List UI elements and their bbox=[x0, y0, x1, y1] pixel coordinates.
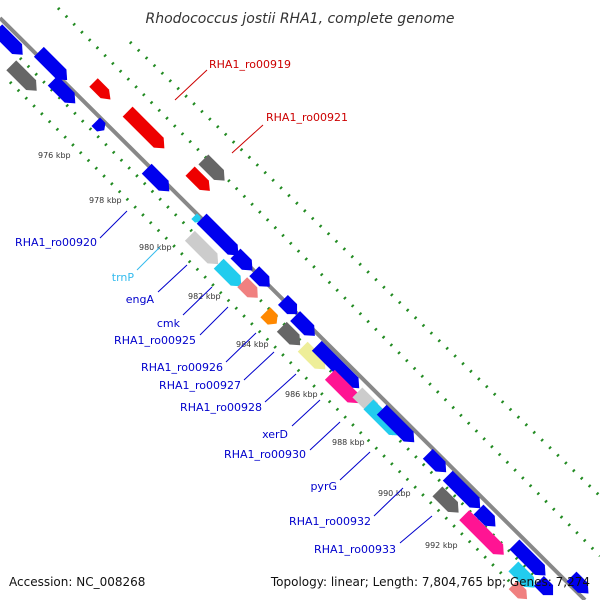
tick-label: 982 kbp bbox=[188, 292, 221, 301]
gene-arrow[interactable] bbox=[432, 486, 463, 517]
tick-label: 992 kbp bbox=[425, 541, 458, 550]
forward-labels: RHA1_ro00919 RHA1_ro00921 bbox=[174, 58, 348, 154]
gene-label-pyrG[interactable]: pyrG bbox=[310, 480, 337, 493]
gene-label-engA[interactable]: engA bbox=[126, 293, 155, 306]
gene-arrow[interactable] bbox=[473, 504, 501, 532]
gene-track bbox=[0, 24, 594, 600]
label-leader bbox=[291, 399, 321, 427]
label-leader bbox=[399, 515, 433, 544]
gene-arrow[interactable] bbox=[311, 340, 364, 393]
guide-inner-2 bbox=[18, 56, 550, 592]
gene-arrow[interactable] bbox=[249, 266, 274, 291]
tick-labels: 976 kbp 978 kbp 980 kbp 982 kbp 984 kbp … bbox=[38, 151, 458, 550]
gene-arrow[interactable] bbox=[198, 154, 229, 185]
gene-label-ro00927[interactable]: RHA1_ro00927 bbox=[159, 379, 241, 392]
label-leader bbox=[136, 246, 161, 271]
gene-arrow[interactable] bbox=[376, 404, 419, 447]
dotted-guides bbox=[8, 6, 600, 600]
tick-label: 976 kbp bbox=[38, 151, 71, 160]
guide-outer-2 bbox=[128, 40, 600, 498]
label-leader bbox=[199, 306, 229, 336]
gene-arrow[interactable] bbox=[324, 369, 363, 408]
gene-arrow[interactable] bbox=[276, 321, 305, 350]
gene-arrow[interactable] bbox=[422, 448, 451, 477]
label-leader bbox=[373, 487, 404, 517]
label-leader bbox=[174, 69, 208, 101]
gene-arrow[interactable] bbox=[33, 46, 72, 85]
label-leader bbox=[225, 332, 257, 363]
gene-label-ro00925[interactable]: RHA1_ro00925 bbox=[114, 334, 196, 347]
tick-label: 980 kbp bbox=[139, 243, 172, 252]
gene-label-ro00920[interactable]: RHA1_ro00920 bbox=[15, 236, 97, 249]
gene-arrow[interactable] bbox=[508, 561, 539, 592]
gene-label-ro00926[interactable]: RHA1_ro00926 bbox=[141, 361, 223, 374]
gene-label-cmk[interactable]: cmk bbox=[157, 317, 181, 330]
gene-arrow[interactable] bbox=[196, 213, 244, 261]
gene-arrow[interactable] bbox=[533, 575, 558, 600]
guide-inner-1 bbox=[8, 80, 530, 600]
gene-arrow[interactable] bbox=[260, 307, 281, 328]
gene-arrow[interactable] bbox=[509, 539, 550, 580]
gene-arrow[interactable] bbox=[47, 75, 81, 109]
gene-arrow[interactable] bbox=[122, 106, 170, 154]
tick-label: 978 kbp bbox=[89, 196, 122, 205]
label-leader bbox=[309, 421, 341, 451]
gene-arrow[interactable] bbox=[184, 230, 223, 269]
gene-label-ro00930[interactable]: RHA1_ro00930 bbox=[224, 448, 306, 461]
accession-text: Accession: NC_008268 bbox=[9, 575, 145, 589]
gene-arrow[interactable] bbox=[566, 571, 594, 599]
gene-label-ro00932[interactable]: RHA1_ro00932 bbox=[289, 515, 371, 528]
gene-arrow[interactable] bbox=[191, 213, 202, 224]
gene-arrow[interactable] bbox=[6, 60, 41, 95]
gene-label-ro00933[interactable]: RHA1_ro00933 bbox=[314, 543, 396, 556]
guide-outer-1 bbox=[56, 6, 600, 558]
tick-label: 984 kbp bbox=[236, 340, 269, 349]
label-leader bbox=[339, 451, 371, 481]
reverse-labels: RHA1_ro00920 trnP engA cmk RHA1_ro00925 … bbox=[15, 210, 433, 556]
gene-arrow[interactable] bbox=[0, 24, 28, 59]
label-leader bbox=[157, 264, 188, 293]
gene-label-trnP[interactable]: trnP bbox=[112, 271, 135, 284]
gene-label-ro00919[interactable]: RHA1_ro00919 bbox=[209, 58, 291, 71]
gene-arrow[interactable] bbox=[141, 163, 175, 197]
gene-arrow[interactable] bbox=[297, 341, 331, 375]
gene-arrow[interactable] bbox=[277, 294, 302, 319]
gene-arrow[interactable] bbox=[442, 470, 485, 513]
map-title: Rhodococcus jostii RHA1, complete genome bbox=[145, 11, 454, 27]
gene-label-ro00921[interactable]: RHA1_ro00921 bbox=[266, 111, 348, 124]
gene-arrow[interactable] bbox=[508, 580, 532, 600]
label-leader bbox=[243, 351, 275, 381]
gene-arrow[interactable] bbox=[91, 117, 109, 135]
summary-text: Topology: linear; Length: 7,804,765 bp; … bbox=[270, 575, 590, 589]
gene-label-ro00928[interactable]: RHA1_ro00928 bbox=[180, 401, 262, 414]
gene-arrow[interactable] bbox=[213, 258, 247, 292]
gene-arrow[interactable] bbox=[185, 166, 215, 196]
label-leader bbox=[99, 210, 128, 239]
label-leader bbox=[182, 286, 213, 316]
tick-label: 990 kbp bbox=[378, 489, 411, 498]
tick-label: 986 kbp bbox=[285, 390, 318, 399]
gene-arrow[interactable] bbox=[237, 277, 262, 302]
gene-label-xerD[interactable]: xerD bbox=[262, 428, 288, 441]
gene-arrow[interactable] bbox=[89, 78, 114, 103]
tick-label: 988 kbp bbox=[332, 438, 365, 447]
gene-arrow[interactable] bbox=[459, 510, 508, 559]
label-leader bbox=[231, 124, 264, 154]
label-leader bbox=[264, 373, 297, 403]
gene-arrow[interactable] bbox=[230, 248, 258, 276]
gene-arrow[interactable] bbox=[290, 311, 320, 341]
